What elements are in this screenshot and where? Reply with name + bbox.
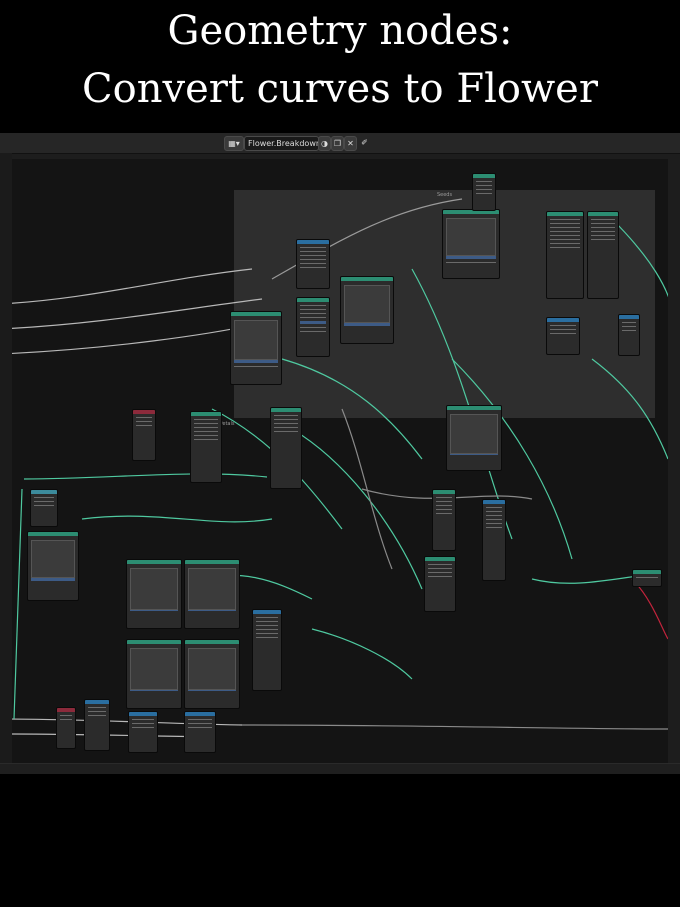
realize-instances-node[interactable] — [546, 211, 584, 299]
float-curve-node[interactable] — [184, 559, 240, 629]
group-input-node[interactable] — [132, 409, 156, 461]
group-output-node[interactable] — [632, 569, 662, 587]
group-input-node[interactable] — [56, 707, 76, 749]
petals-frame-label: Petals — [219, 421, 235, 427]
float-curve-node[interactable] — [442, 209, 500, 279]
map-range-node[interactable] — [252, 609, 282, 691]
instance-node[interactable] — [472, 173, 496, 211]
resample-curve-node[interactable] — [30, 489, 58, 527]
math-node[interactable] — [546, 317, 580, 355]
float-curve-node[interactable] — [27, 531, 79, 601]
editor-footer — [0, 763, 680, 774]
combine-xyz-node[interactable] — [128, 711, 158, 753]
geometry-node-editor[interactable]: ▦▾ Flower.Breakdown ◑ ❐ ✕ ✐ Seeds Petals — [0, 133, 680, 774]
vector-math-node[interactable] — [482, 499, 506, 581]
float-curve-node[interactable] — [184, 639, 240, 709]
transform-node[interactable] — [190, 411, 222, 483]
float-curve-node[interactable] — [126, 639, 182, 709]
shield-icon[interactable]: ◑ — [318, 136, 331, 151]
node-canvas[interactable]: Seeds Petals — [12, 159, 668, 763]
float-curve-node[interactable] — [230, 311, 282, 385]
set-position-node[interactable] — [296, 297, 330, 357]
sample-curve-node[interactable] — [432, 489, 456, 551]
combine-xyz-node[interactable] — [184, 711, 216, 753]
toolbar-gutter — [0, 153, 12, 774]
set-curve-radius-node[interactable] — [424, 556, 456, 612]
node-tree-name-field[interactable]: Flower.Breakdown — [244, 136, 321, 151]
curve-to-mesh-node[interactable] — [296, 239, 330, 289]
close-icon[interactable]: ✕ — [344, 136, 357, 151]
node-tree-icon[interactable]: ▦▾ — [224, 136, 244, 151]
frame-label: Seeds — [436, 192, 453, 198]
heading-line-2: Convert curves to Flower — [82, 66, 598, 112]
curve-circle-node[interactable] — [270, 407, 302, 489]
pin-icon[interactable]: ✐ — [361, 138, 368, 147]
float-curve-node[interactable] — [126, 559, 182, 629]
math-node[interactable] — [618, 314, 640, 356]
float-curve-node[interactable] — [446, 405, 502, 471]
join-geometry-node[interactable] — [587, 211, 619, 299]
float-curve-node[interactable] — [340, 276, 394, 344]
copy-icon[interactable]: ❐ — [331, 136, 344, 151]
math-node[interactable] — [84, 699, 110, 751]
editor-header: ▦▾ Flower.Breakdown ◑ ❐ ✕ ✐ — [0, 133, 680, 154]
heading-line-1: Geometry nodes: — [167, 8, 513, 54]
